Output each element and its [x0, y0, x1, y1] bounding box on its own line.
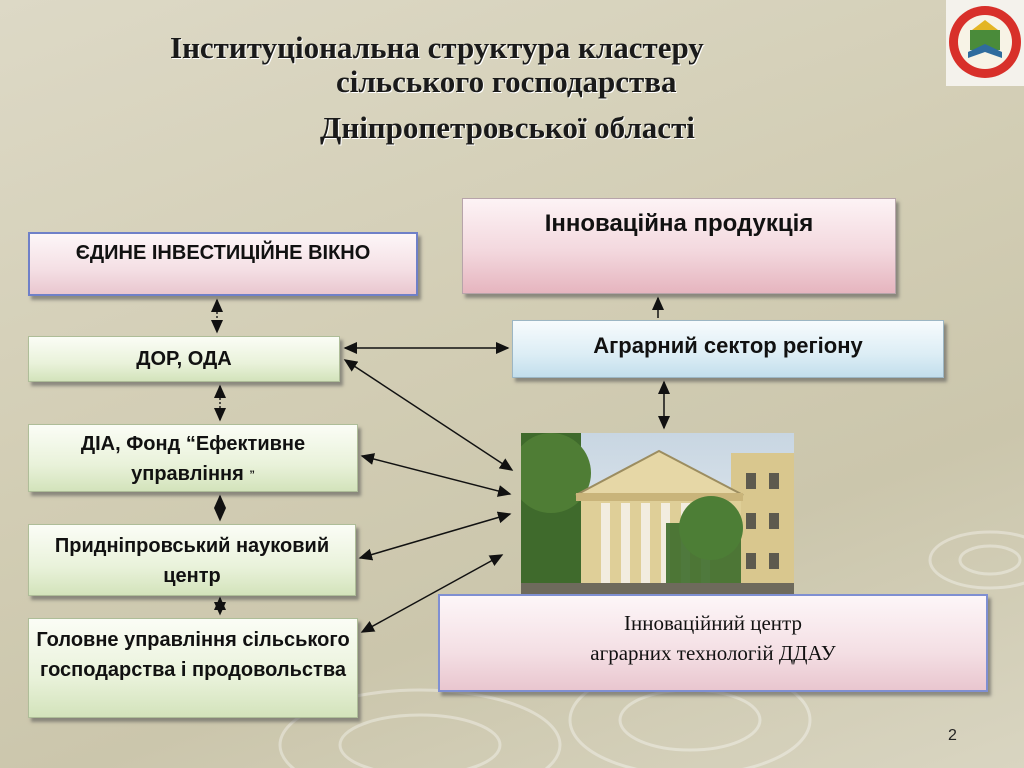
innovation-center-line-1: Інноваційний центр [624, 611, 802, 635]
university-logo [946, 0, 1024, 86]
dia-fund-quote: ” [249, 469, 255, 481]
page-number: 2 [948, 727, 957, 744]
agrarian-sector-box: Аграрний сектор регіону [512, 320, 944, 378]
innovation-center-box: Інноваційний центр аграрних технологій Д… [438, 594, 988, 692]
title-line-1: Інституціональна структура кластеру [170, 30, 704, 65]
innovation-products-box: Інноваційна продукція [462, 198, 896, 294]
dia-fund-box: ДІА, Фонд “Ефективне управління ” [28, 424, 358, 492]
pridniprovsky-center-box: Придніпровський науковий центр [28, 524, 356, 596]
title-line-3: Дніпропетровської області [320, 110, 695, 145]
main-directorate-box: Головне управління сільського господарст… [28, 618, 358, 718]
university-building-photo [521, 433, 794, 595]
dia-fund-label: ДІА, Фонд “Ефективне управління [80, 433, 306, 485]
investment-window-box: ЄДИНЕ ІНВЕСТИЦІЙНЕ ВІКНО [28, 232, 418, 296]
innovation-center-line-2: аграрних технологій ДДАУ [590, 641, 836, 665]
title-line-2: сільського господарства [336, 64, 677, 99]
dor-oda-box: ДОР, ОДА [28, 336, 340, 382]
